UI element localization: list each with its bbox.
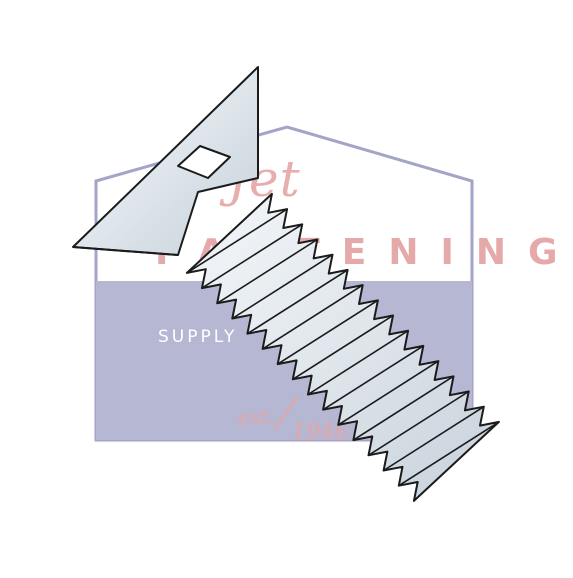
logo-supply-text: SUPPLY: [158, 327, 238, 347]
screw-thread-line: [337, 360, 439, 426]
logo-est-text: est.: [238, 405, 275, 429]
screw-thread-line: [368, 390, 470, 456]
screw-thread-line: [186, 208, 288, 274]
screw-thread-line: [398, 421, 500, 487]
screw-threads: [185, 192, 500, 502]
screw-thread-line: [201, 223, 303, 289]
screw-thread-line: [307, 330, 409, 396]
screw-thread-line: [277, 299, 379, 365]
screw-thread-line: [352, 375, 454, 441]
screw-thread-line: [246, 269, 349, 335]
screw-thread-line: [262, 284, 364, 350]
screw-thread-line: [292, 314, 394, 380]
screw-thread-line: [231, 254, 333, 320]
screw-thread-line: [216, 238, 318, 304]
screw-slot: [177, 145, 231, 179]
logo-slash: [273, 395, 299, 431]
screw-head: [72, 66, 259, 256]
screw-thread-line: [322, 345, 424, 411]
screw-thread-line: [383, 406, 485, 472]
